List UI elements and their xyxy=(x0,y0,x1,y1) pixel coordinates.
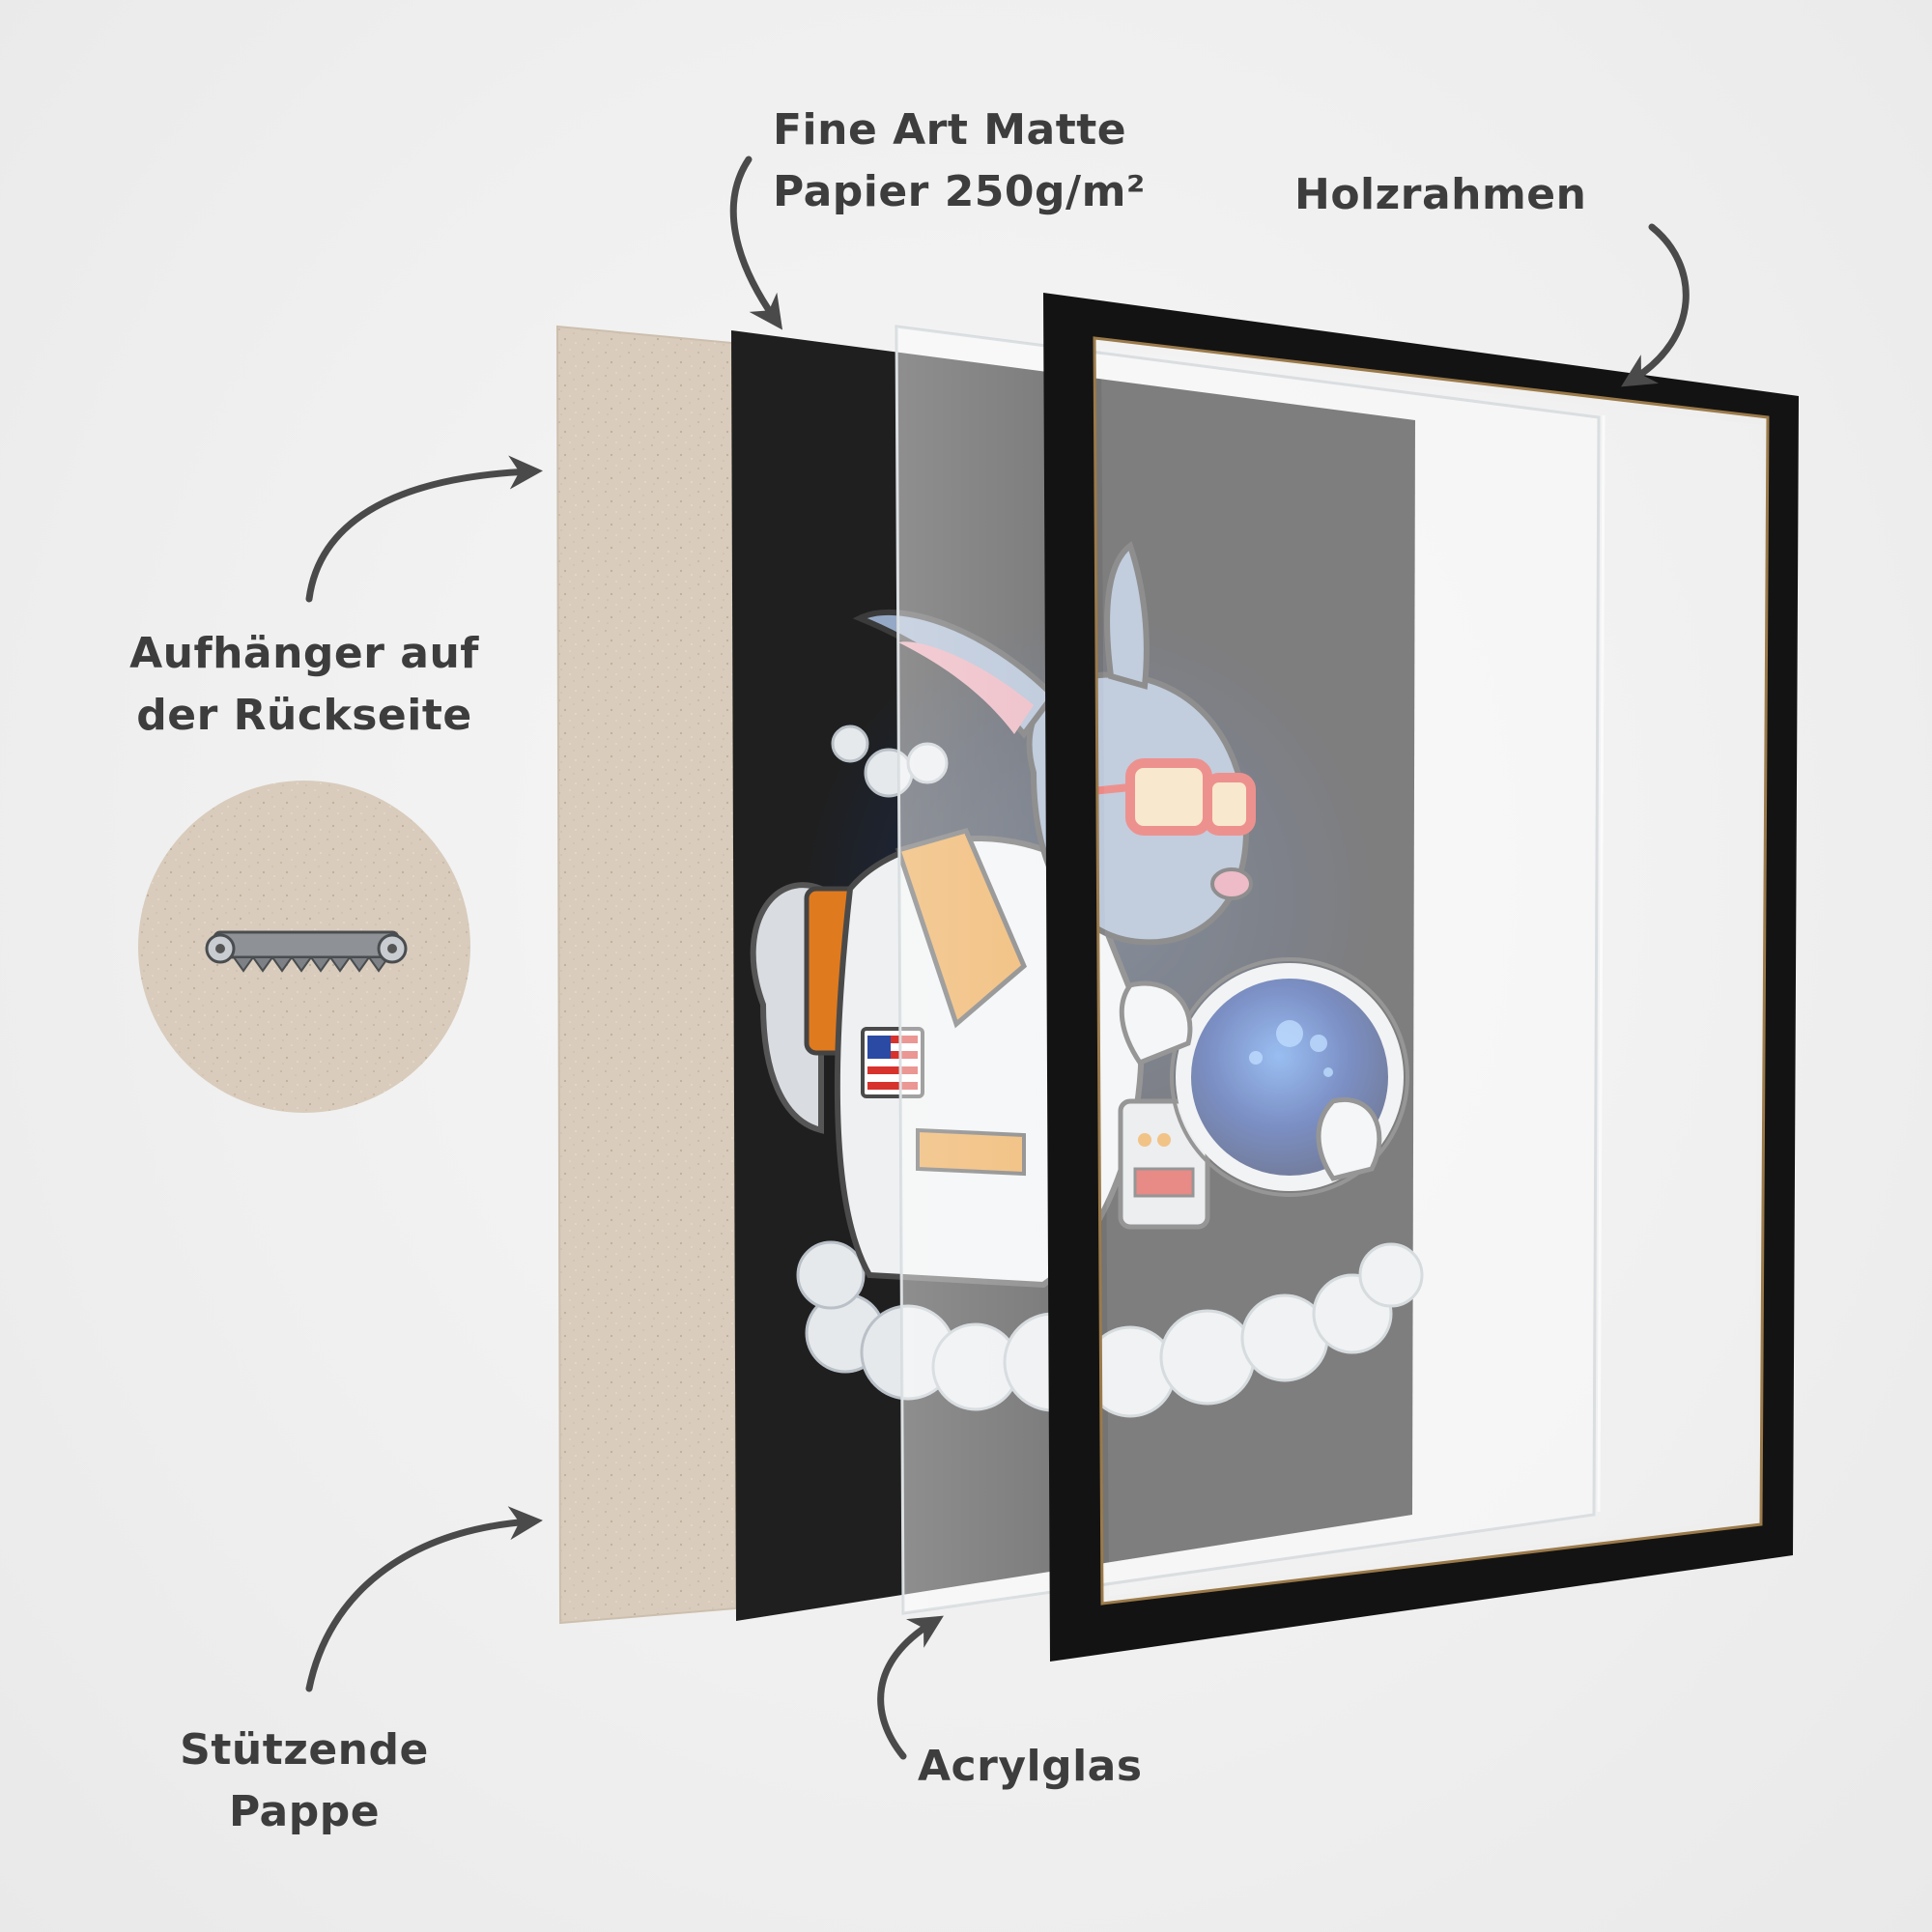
label-fine-art-line2: Papier 250g/m² xyxy=(773,167,1146,216)
wooden-frame xyxy=(1043,293,1799,1662)
arrow-stuetzende xyxy=(305,1506,543,1692)
arrow-aufhaenger xyxy=(305,455,543,603)
label-stuetzende-pappe: Stützende Pappe xyxy=(135,1719,473,1843)
sunglasses xyxy=(1081,758,1256,836)
cardboard-backing xyxy=(557,327,736,1623)
label-fine-art-paper: Fine Art Matte Papier 250g/m² xyxy=(773,99,1146,223)
label-stuetzende-line2: Pappe xyxy=(228,1787,381,1836)
hanger-detail-inset xyxy=(138,781,470,1113)
label-aufhaenger-line1: Aufhänger auf xyxy=(129,629,479,678)
arrow-holzrahmen xyxy=(1621,223,1690,387)
label-holzrahmen: Holzrahmen xyxy=(1294,170,1587,219)
label-aufhaenger-line2: der Rückseite xyxy=(136,691,472,740)
label-acrylglas: Acrylglas xyxy=(918,1742,1143,1791)
label-aufhaenger: Aufhänger auf der Rückseite xyxy=(111,623,497,747)
arrow-acrylglas xyxy=(877,1615,944,1760)
sawtooth-hanger-icon xyxy=(205,930,408,973)
label-fine-art-line1: Fine Art Matte xyxy=(773,105,1127,155)
label-stuetzende-line1: Stützende xyxy=(180,1725,429,1775)
arrow-fine-art xyxy=(729,156,783,330)
